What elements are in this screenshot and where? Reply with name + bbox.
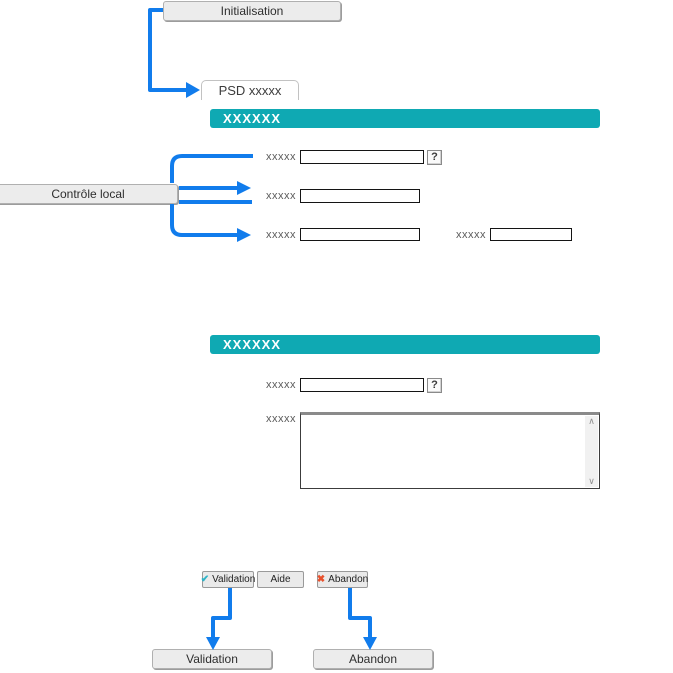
field-label: xxxxx <box>266 151 296 163</box>
field-label: xxxxx <box>266 190 296 202</box>
arrow-button-to-validation <box>211 588 232 637</box>
field-label: xxxxx <box>456 229 486 241</box>
close-icon: ✖ <box>316 574 326 585</box>
flow-node-controle-local: Contrôle local <box>0 184 178 204</box>
validation-button-label: Validation <box>212 574 256 585</box>
text-input-3[interactable] <box>300 228 420 241</box>
validation-button[interactable]: ✔ Validation <box>200 571 256 588</box>
field-label: xxxxx <box>266 379 296 391</box>
flow-node-abandon: Abandon <box>313 649 433 669</box>
text-input-1[interactable] <box>300 150 424 164</box>
scroll-down-icon[interactable]: ∨ <box>585 476 598 487</box>
flow-node-initialisation: Initialisation <box>163 1 341 21</box>
flow-node-validation: Validation <box>152 649 272 669</box>
abandon-button[interactable]: ✖ Abandon <box>317 571 368 588</box>
help-icon[interactable]: ? <box>427 378 442 393</box>
section-header-1: XXXXXX <box>210 109 600 128</box>
tab-psd[interactable]: PSD xxxxx <box>201 80 299 100</box>
abandon-button-label: Abandon <box>328 574 369 585</box>
aide-button-label: Aide <box>270 574 291 585</box>
field-label: xxxxx <box>266 229 296 241</box>
check-icon: ✔ <box>200 574 210 585</box>
text-input-4[interactable] <box>490 228 572 241</box>
aide-button[interactable]: Aide <box>257 571 304 588</box>
section-header-2: XXXXXX <box>210 335 600 354</box>
arrowhead <box>186 82 200 98</box>
text-input-2[interactable] <box>300 189 420 203</box>
text-input-5[interactable] <box>300 378 424 392</box>
field-label: xxxxx <box>266 413 296 425</box>
scroll-up-icon[interactable]: ∧ <box>585 416 598 427</box>
arrow-init-to-tab <box>148 8 186 92</box>
arrow-button-to-abandon <box>348 588 372 637</box>
help-icon[interactable]: ? <box>427 150 442 165</box>
textarea-field[interactable]: ∧ ∨ <box>300 412 600 489</box>
scrollbar[interactable]: ∧ ∨ <box>585 416 598 487</box>
